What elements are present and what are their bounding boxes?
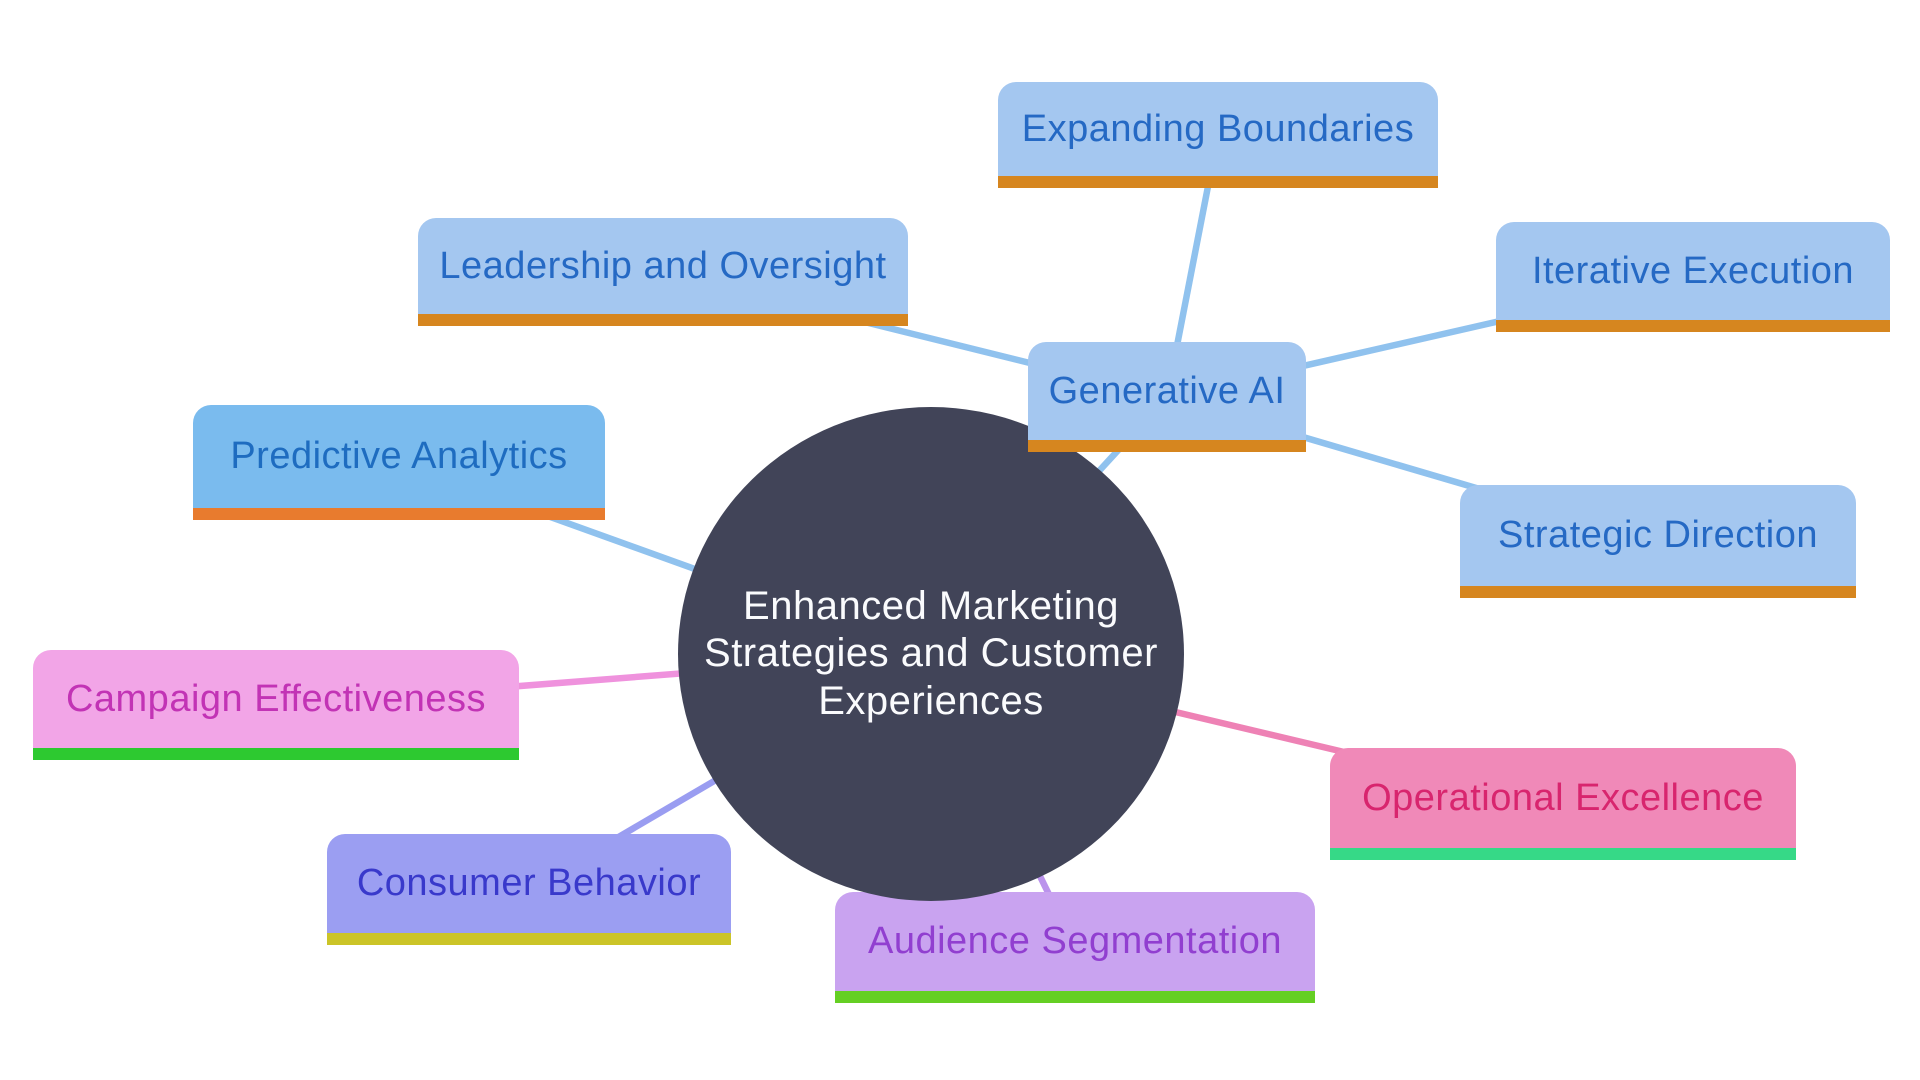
node-expanding-boundaries[interactable]: Expanding Boundaries: [998, 82, 1438, 188]
node-consumer-behavior[interactable]: Consumer Behavior: [327, 834, 731, 945]
node-label: Consumer Behavior: [356, 862, 702, 904]
node-campaign-effectiveness[interactable]: Campaign Effectiveness: [33, 650, 519, 760]
node-operational-excellence[interactable]: Operational Excellence: [1330, 748, 1796, 860]
node-label: Generative AI: [1048, 369, 1286, 412]
node-label: Audience Segmentation: [867, 920, 1282, 962]
central-topic-label-line: Strategies and Customer: [704, 631, 1158, 676]
node-leadership-and-oversight[interactable]: Leadership and Oversight: [418, 218, 908, 326]
node-label: Campaign Effectiveness: [65, 677, 487, 720]
node-label: Iterative Execution: [1531, 249, 1855, 292]
node-label: Strategic Direction: [1498, 514, 1818, 556]
node-central-topic[interactable]: Enhanced Marketing Strategies and Custom…: [678, 407, 1184, 901]
central-topic-label-line: Enhanced Marketing: [743, 584, 1119, 629]
node-label: Operational Excellence: [1362, 776, 1764, 819]
node-label: Predictive Analytics: [230, 435, 568, 477]
central-topic-label-line: Experiences: [818, 678, 1044, 723]
node-label: Expanding Boundaries: [1021, 107, 1415, 150]
node-strategic-direction[interactable]: Strategic Direction: [1460, 485, 1856, 598]
node-audience-segmentation[interactable]: Audience Segmentation: [835, 892, 1315, 1003]
node-label: Leadership and Oversight: [439, 244, 887, 287]
node-predictive-analytics[interactable]: Predictive Analytics: [193, 405, 605, 520]
node-generative-ai[interactable]: Generative AI: [1028, 342, 1306, 452]
node-iterative-execution[interactable]: Iterative Execution: [1496, 222, 1890, 332]
